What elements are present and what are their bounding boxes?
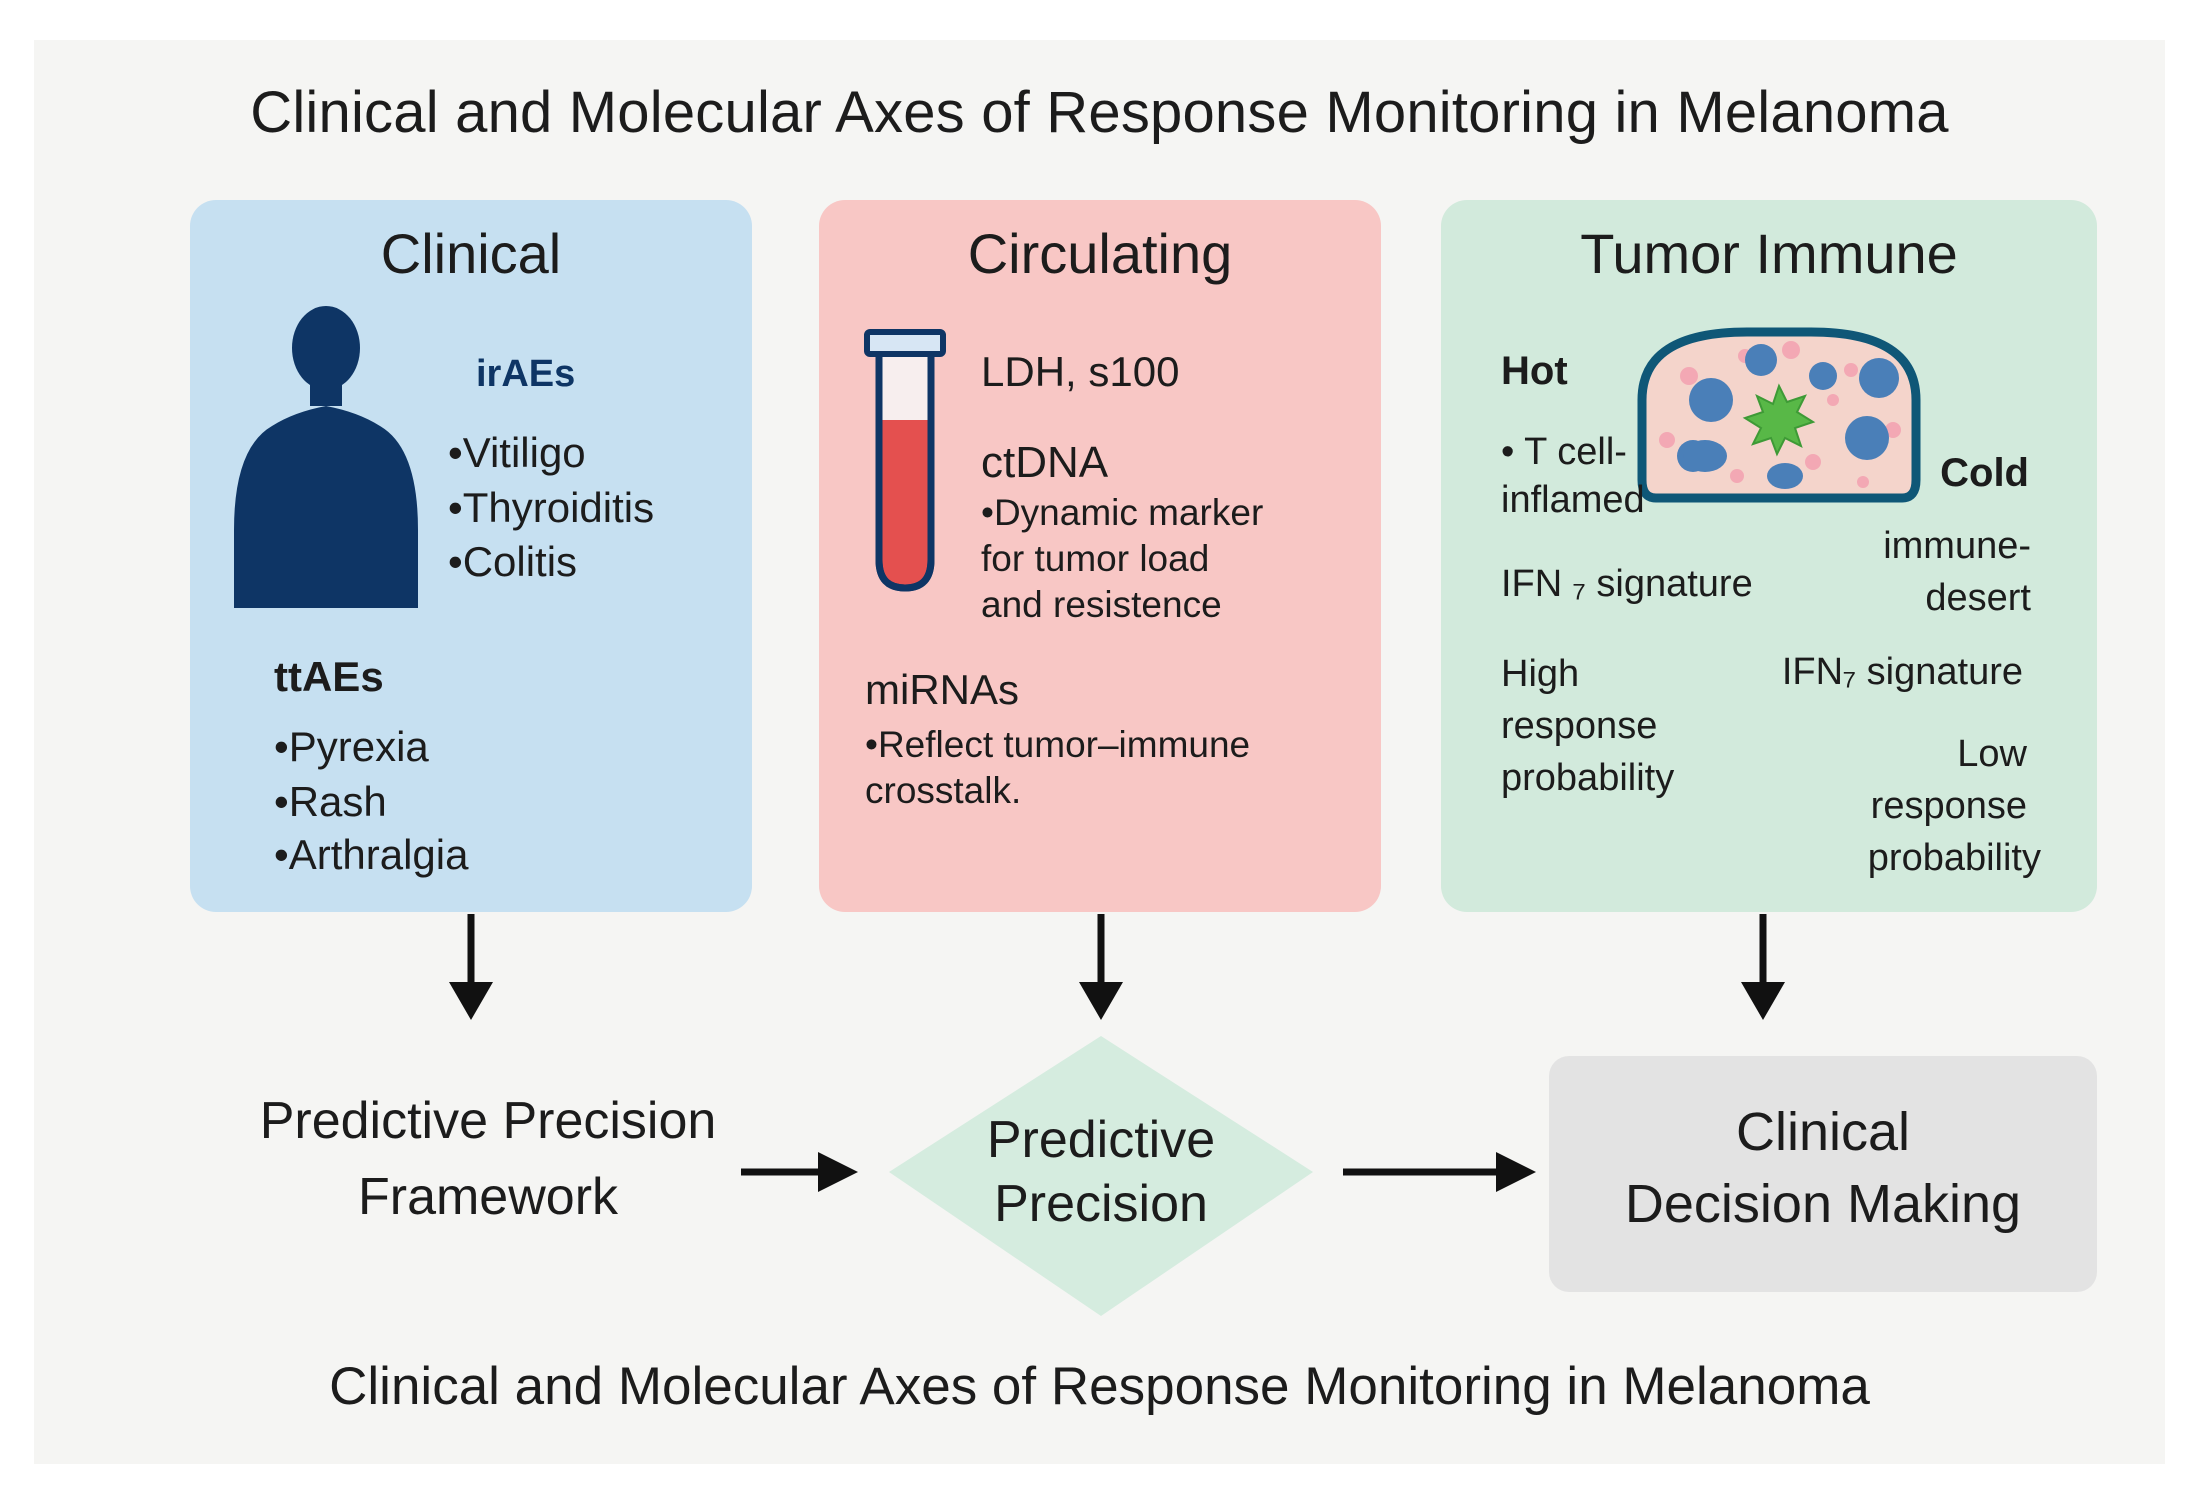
decision-label-line: Clinical [1735,1102,1911,1162]
cold-ifn-signature: IFN₇ signature [1781,651,2023,693]
ttaes-heading: ttAEs [274,653,384,700]
clinical-decision-box [1549,1056,2097,1292]
hot-heading: Hot [1501,349,1568,393]
diamond-label: Predictive Precision [920,1108,1282,1236]
cold-response: probability [1867,837,2041,879]
figure-caption: Clinical and Molecular Axes of Response … [329,1357,1870,1416]
blood-tube-icon [864,329,946,592]
right-arrow-to-decision [1343,1152,1536,1192]
right-arrow-to-diamond [741,1152,858,1192]
ttae-item: •Pyrexia [274,723,429,770]
human-silhouette-icon [234,306,418,608]
predictive-precision-diamond [889,1036,1313,1316]
cold-description: immune- [1883,525,2031,567]
figure-title: Clinical and Molecular Axes of Response … [250,80,1949,145]
cold-heading: Cold [1940,451,2029,495]
diamond-label-line: Precision [994,1175,1208,1233]
hot-description: • T cell- [1501,431,1627,473]
ctdna-text: •Dynamic marker [981,492,1264,533]
hot-description: inflamed [1501,479,1645,521]
ctdna-text: for tumor load [981,538,1210,579]
circulating-panel: Circulating LDH, s100 ctDNA •Dynamic mar… [819,200,1381,912]
decision-label-line: Decision Making [1624,1174,2022,1234]
cold-response: Low [1957,733,2027,775]
irae-item: •Thyroiditis [448,484,655,531]
circulating-panel-title: Circulating [967,222,1233,285]
hot-response: High [1501,653,1580,695]
framework-label: Predictive Precision Framework [218,1083,758,1235]
cold-response: response [1870,785,2027,827]
hot-response: response [1501,705,1658,747]
framework-label-line: Predictive Precision [259,1092,717,1150]
hot-response: probability [1501,757,1675,799]
tumor-section-icon [1637,327,1921,503]
down-arrow-clinical [449,914,493,1020]
mirnas-text: crosstalk. [865,770,1022,811]
cold-description: desert [1925,577,2031,619]
ttae-item: •Arthralgia [274,831,469,878]
diamond-label-line: Predictive [986,1111,1216,1169]
iraes-heading: irAEs [476,353,576,395]
ldh-s100-label: LDH, s100 [981,348,1180,395]
irae-item: •Vitiligo [448,429,586,476]
framework-label-line: Framework [357,1168,619,1226]
down-arrow-circulating [1079,914,1123,1020]
irae-item: •Colitis [448,538,578,585]
decision-label: Clinical Decision Making [1549,1096,2097,1240]
clinical-panel: Clinical irAEs •Vitiligo •Thyroiditis •C… [190,200,752,912]
tumor-immune-panel-title: Tumor Immune [1580,222,1958,285]
mirnas-text: •Reflect tumor–immune [865,724,1251,765]
hot-ifn-signature: IFN ₇ signature [1501,563,1753,605]
tumor-immune-panel: Tumor Immune Hot • T cell- inflamed IFN … [1441,200,2097,912]
mirnas-heading: miRNAs [865,666,1019,713]
ctdna-text: and resistence [981,584,1222,625]
clinical-panel-title: Clinical [380,222,562,285]
ctdna-heading: ctDNA [981,438,1109,487]
down-arrow-tumor [1741,914,1785,1020]
ttae-item: •Rash [274,778,387,825]
